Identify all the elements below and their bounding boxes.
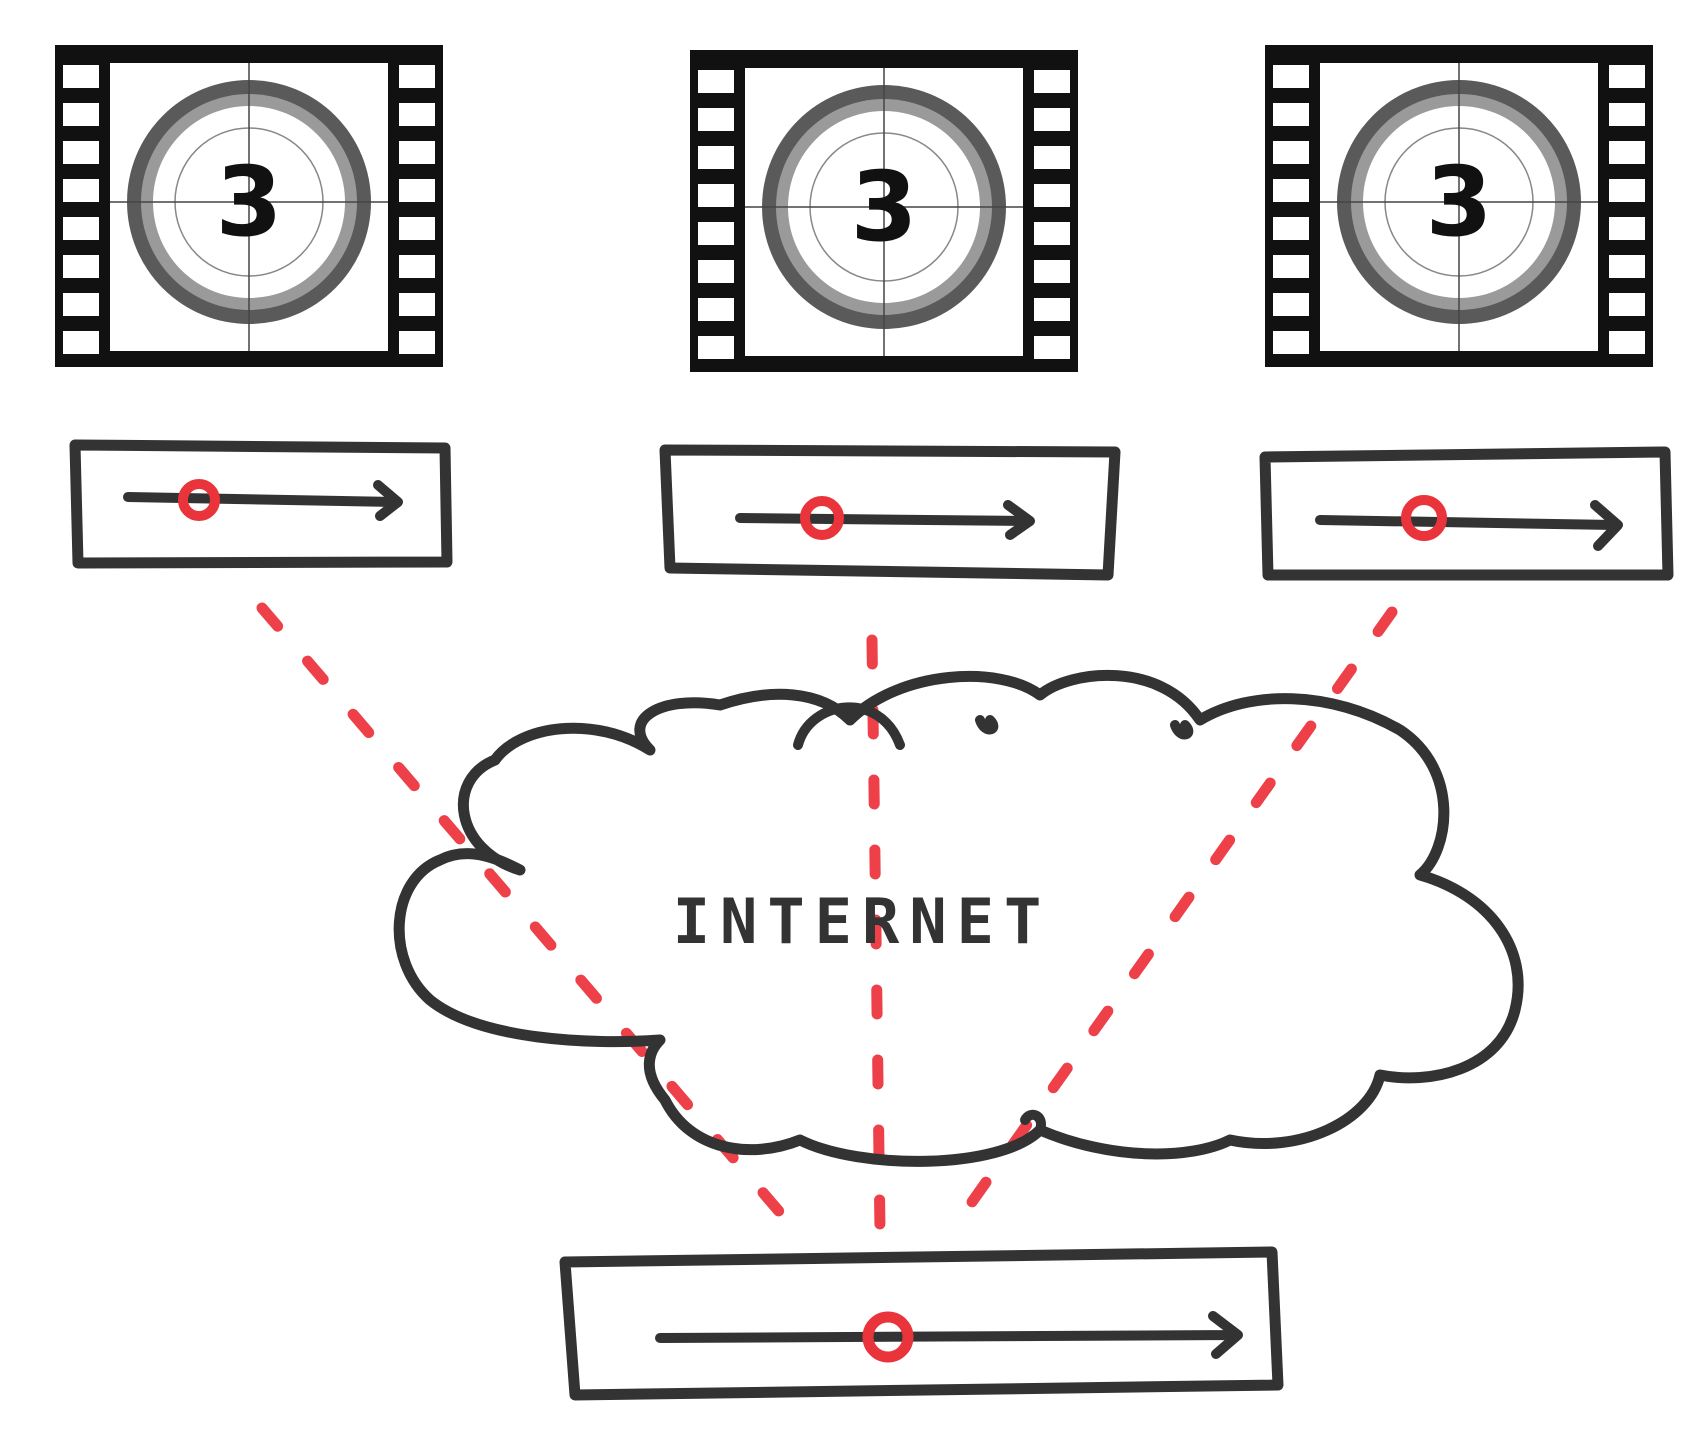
cloud-label: INTERNET — [673, 885, 1052, 958]
player-bar-main[interactable] — [559, 1246, 1284, 1401]
arrow-right-icon — [123, 480, 403, 521]
countdown-number: 3 — [851, 151, 918, 263]
player-bar-1[interactable] — [69, 439, 453, 569]
connector-lines — [256, 602, 1398, 1236]
film-frame-2: 3 — [690, 50, 1078, 372]
arrow-right-icon — [1315, 500, 1623, 551]
playhead-circle-icon[interactable] — [800, 496, 844, 540]
player-bar-2[interactable] — [659, 444, 1121, 581]
internet-cloud-icon: INTERNET — [393, 669, 1524, 1167]
playhead-circle-icon[interactable] — [178, 479, 220, 521]
player-bar-3[interactable] — [1259, 446, 1674, 581]
film-frame-1: 3 — [55, 45, 443, 367]
arrow-right-icon — [735, 500, 1035, 540]
countdown-number: 3 — [1426, 146, 1493, 258]
film-frame-3: 3 — [1265, 45, 1653, 367]
connector-left — [256, 602, 801, 1236]
arrow-right-icon — [655, 1311, 1243, 1359]
playhead-circle-icon[interactable] — [1401, 495, 1447, 541]
connector-center — [866, 634, 886, 1236]
playhead-circle-icon[interactable] — [862, 1311, 914, 1363]
connector-right — [946, 606, 1398, 1236]
countdown-number: 3 — [216, 146, 283, 258]
